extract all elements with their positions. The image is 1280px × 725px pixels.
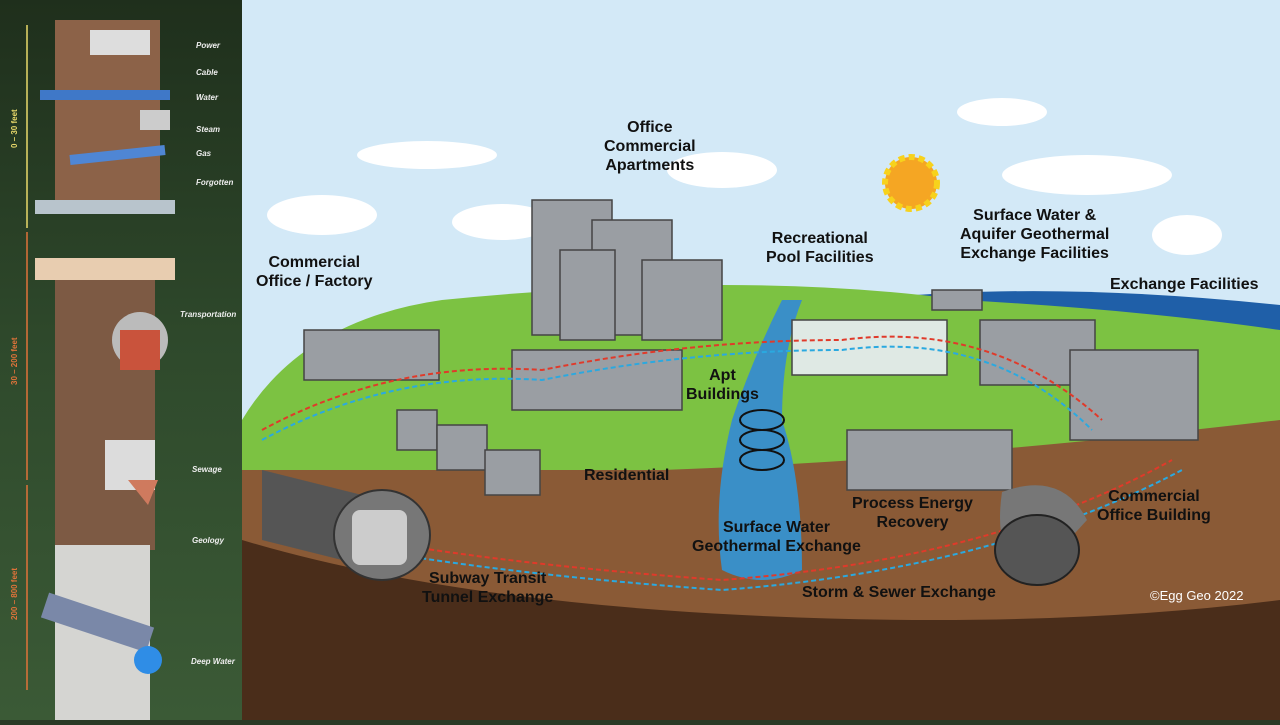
layer-label: Sewage <box>192 465 222 474</box>
river <box>718 300 802 580</box>
label-process-energy: Process Energy Recovery <box>852 495 973 531</box>
label-commercial-office-building: Commercial Office Building <box>1097 488 1211 524</box>
label-residential: Residential <box>584 467 670 484</box>
layer-label: Forgotten <box>196 178 234 187</box>
layer-label: Gas <box>196 149 212 158</box>
depth-label: 30 – 200 feet <box>10 337 19 385</box>
label-storm-sewer: Storm & Sewer Exchange <box>802 584 996 601</box>
deep-earth <box>242 540 1280 720</box>
buildings <box>303 199 1199 496</box>
layer-label: Water <box>196 93 219 102</box>
label-apt-buildings: Apt Buildings <box>686 367 759 403</box>
layer-label: Transportation <box>180 310 237 319</box>
depth-label: 200 – 800 feet <box>10 567 19 620</box>
utility-depth-column-panel: 0 – 30 feet 30 – 200 feet 200 – 800 feet… <box>0 0 242 720</box>
clouds <box>267 98 1222 255</box>
label-surface-water-exchange: Surface Water Geothermal Exchange <box>692 519 861 555</box>
city-geothermal-scene <box>242 0 1280 720</box>
label-recreational-pool: Recreational Pool Facilities <box>766 230 874 266</box>
label-exchange-facilities: Exchange Facilities <box>1110 276 1259 293</box>
coil <box>739 409 785 471</box>
layer-label: Steam <box>196 125 221 134</box>
label-commercial-office-factory: Commercial Office / Factory <box>256 254 373 290</box>
label-subway-tunnel: Subway Transit Tunnel Exchange <box>422 570 554 606</box>
depth-label: 0 – 30 feet <box>10 109 19 148</box>
layer-label: Geology <box>192 536 225 545</box>
layer-label: Power <box>196 41 221 50</box>
label-office-commercial-apartments: Office Commercial Apartments <box>604 119 696 174</box>
layer-label: Cable <box>196 68 218 77</box>
utility-column-illustration <box>26 20 175 720</box>
geothermal-network-illustration: Office Commercial Apartments Commercial … <box>242 0 1280 720</box>
copyright: ©Egg Geo 2022 <box>1150 588 1244 603</box>
label-aquifer-exchange: Surface Water & Aquifer Geothermal Excha… <box>960 207 1110 262</box>
layer-label: Deep Water <box>191 657 235 666</box>
sun-icon <box>882 154 940 212</box>
